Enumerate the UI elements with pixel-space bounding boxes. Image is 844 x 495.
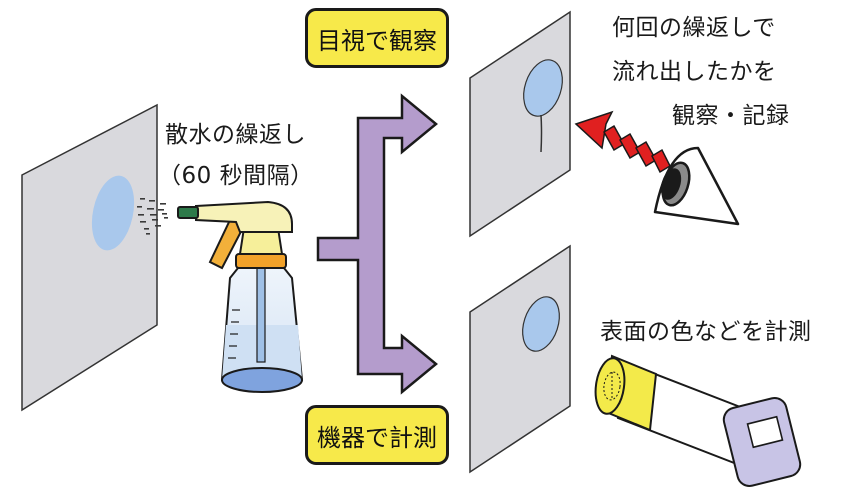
label-interval: （60 秒間隔） <box>158 163 314 189</box>
measuring-instrument-icon <box>594 354 802 488</box>
gaze-arrow <box>574 110 671 174</box>
badge-visual-observation: 目視で観察 <box>305 8 449 68</box>
spray-bottle-icon <box>177 200 304 393</box>
label-spray-repeat: 散水の繰返し <box>165 122 306 148</box>
label-count-line1: 何回の繰返しで <box>612 15 776 41</box>
label-measure-surface: 表面の色などを計測 <box>600 319 812 345</box>
label-count-line2: 流れ出したかを <box>612 59 777 85</box>
specimen-panel-left <box>21 103 158 412</box>
specimen-panel-visual <box>469 10 571 238</box>
specimen-panel-instrument <box>469 244 571 474</box>
eye-icon <box>653 146 740 226</box>
label-count-line3: 観察・記録 <box>672 103 790 129</box>
branch-arrow <box>316 93 438 395</box>
badge-instrument-measurement: 機器で計測 <box>305 405 449 465</box>
spray-mist <box>137 198 168 235</box>
